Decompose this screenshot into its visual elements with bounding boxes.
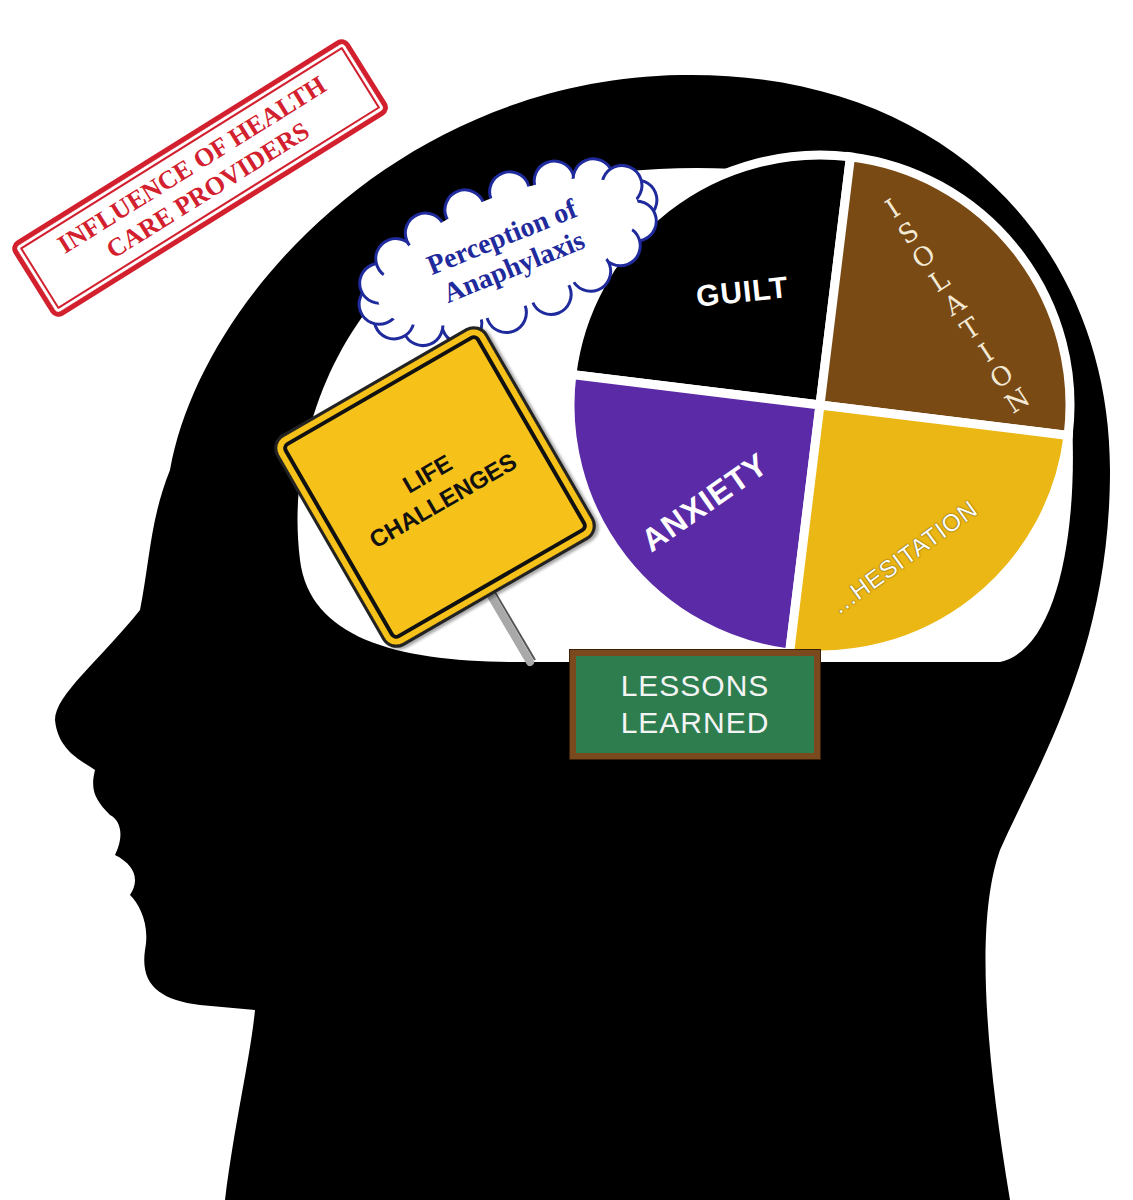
text-holder: LESSONS LEARNED — [605, 667, 785, 742]
warning-sign: LIFE CHALLENGES — [268, 320, 601, 653]
slice-fill — [570, 375, 820, 654]
slice-fill — [820, 157, 1070, 436]
node-text: LIFE CHALLENGES — [333, 410, 537, 564]
stamp-box: INFLUENCE OF HEALTH CARE PROVIDERS — [9, 36, 391, 320]
head-silhouette — [55, 75, 1110, 1200]
node-text: LESSONS LEARNED — [605, 667, 785, 742]
chalkboard: LESSONS LEARNED — [570, 650, 820, 759]
slice-fill — [572, 155, 851, 405]
slice-fill — [790, 405, 1069, 655]
node-text: INFLUENCE OF HEALTH CARE PROVIDERS — [32, 57, 369, 298]
text-holder: LIFE CHALLENGES — [333, 410, 537, 564]
text-holder: INFLUENCE OF HEALTH CARE PROVIDERS — [32, 57, 369, 298]
